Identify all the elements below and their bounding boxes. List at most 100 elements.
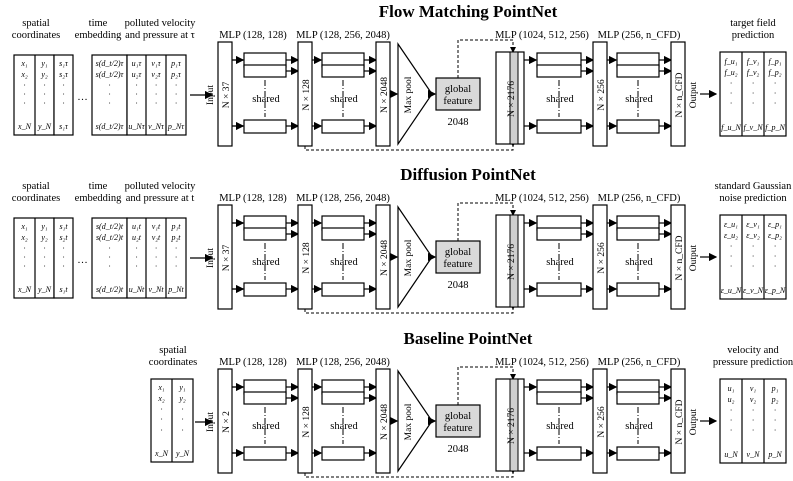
shared-label-2: shared xyxy=(330,94,358,105)
input-cell: p₂τ xyxy=(170,70,182,79)
input-label: Input xyxy=(206,412,216,432)
mlp1-block xyxy=(243,282,287,297)
output-cell: ε_p₁ xyxy=(768,220,782,229)
output-header: pressure prediction xyxy=(713,357,793,368)
output-cell: · xyxy=(774,416,776,425)
output-cell: f_v_N xyxy=(743,123,763,132)
dim-256-label: N × 256 xyxy=(597,242,607,273)
mlp1-block xyxy=(243,227,287,241)
input-cell: y₁ xyxy=(40,222,48,231)
input-cell: · xyxy=(175,244,177,253)
output-cell: · xyxy=(730,262,732,271)
diagram-title: Diffusion PointNet xyxy=(400,165,536,184)
input-cell: p₁t xyxy=(170,222,181,231)
global-size-label: 2048 xyxy=(448,117,469,128)
mlp2-block xyxy=(321,119,365,134)
max-pool-label: Max pool xyxy=(404,403,414,440)
input-header-spatial: coordinates xyxy=(149,357,197,368)
output-cell: · xyxy=(730,416,732,425)
input-box xyxy=(217,41,233,147)
output-cell: · xyxy=(752,99,754,108)
output-header: standard Gaussian xyxy=(715,181,792,192)
input-cell: · xyxy=(24,262,26,271)
global-skip-line xyxy=(457,366,514,405)
dim-2048-label: N × 2048 xyxy=(380,404,390,440)
dim-2048-label: N × 2048 xyxy=(380,240,390,276)
output-cell: · xyxy=(730,89,732,98)
output-cell: · xyxy=(752,426,754,435)
global-feature-label: feature xyxy=(443,423,472,434)
output-cell: · xyxy=(730,406,732,415)
input-cell: x_N xyxy=(17,122,32,131)
arrowhead xyxy=(510,210,516,216)
output-cell: p_N xyxy=(767,450,782,459)
input-header-polluted: polluted velocity xyxy=(125,18,197,29)
input-cell: · xyxy=(175,81,177,90)
input-header-spatial: spatial xyxy=(22,181,49,192)
global-feature-label: global xyxy=(445,411,471,422)
shared-label-4: shared xyxy=(625,257,653,268)
input-cell: v_Nτ xyxy=(148,122,165,131)
input-cell: · xyxy=(136,262,138,271)
dim-128-label: N × 128 xyxy=(302,79,312,110)
mlp2-block xyxy=(321,64,365,78)
input-group-time2 xyxy=(91,54,128,136)
local-skip-line xyxy=(304,473,514,478)
input-cell: · xyxy=(182,426,184,435)
output-cell: · xyxy=(752,416,754,425)
input-cell: · xyxy=(161,415,163,424)
output-cell: v₂ xyxy=(750,395,757,404)
output-cell: p₂ xyxy=(771,395,779,404)
arrowhead xyxy=(510,374,516,380)
input-header-spatial: spatial xyxy=(22,18,49,29)
mlp2-label: MLP (128, 256, 2048) xyxy=(296,193,390,204)
input-header-time: embedding xyxy=(75,193,122,204)
shared-label-3: shared xyxy=(546,421,574,432)
diagram-1: Flow Matching PointNetspatialcoordinates… xyxy=(12,2,787,151)
mlp3-label: MLP (1024, 512, 256) xyxy=(495,357,589,368)
input-cell: · xyxy=(109,244,111,253)
output-cell: ε_u₂ xyxy=(724,231,738,240)
input-cell: · xyxy=(24,90,26,99)
input-header-spatial: coordinates xyxy=(12,30,60,41)
output-cell: · xyxy=(752,252,754,261)
input-cell: x_N xyxy=(17,285,32,294)
input-cell: s(d_t/2)t xyxy=(96,233,124,242)
input-box xyxy=(217,368,233,474)
input-cell: · xyxy=(155,253,157,262)
input-group-fields xyxy=(126,54,187,136)
shared-label-3: shared xyxy=(546,257,574,268)
input-cell: v₁τ xyxy=(151,59,161,68)
input-cell: · xyxy=(44,81,46,90)
input-cell: · xyxy=(161,405,163,414)
output-cell: f_p₂ xyxy=(768,68,781,77)
output-cell: · xyxy=(774,89,776,98)
input-cell: · xyxy=(109,99,111,108)
output-cell: · xyxy=(752,89,754,98)
input-cell: v₂τ xyxy=(151,70,161,79)
input-cell: p₂t xyxy=(170,233,181,242)
input-cell: x₁ xyxy=(157,383,165,392)
input-cell: · xyxy=(24,244,26,253)
input-header-polluted: and pressure at t xyxy=(126,193,195,204)
output-cell: · xyxy=(730,426,732,435)
feature-256-box xyxy=(592,368,608,474)
input-cell: · xyxy=(24,81,26,90)
input-cell: x₁ xyxy=(20,59,28,68)
input-cell: · xyxy=(182,405,184,414)
mlp4-block xyxy=(616,64,660,78)
mlp3-label: MLP (1024, 512, 256) xyxy=(495,193,589,204)
input-group-time2 xyxy=(91,217,128,299)
dim-256-label: N × 256 xyxy=(597,79,607,110)
shared-label-2: shared xyxy=(330,421,358,432)
output-cell: f_u_N xyxy=(721,123,741,132)
output-cell: u_N xyxy=(724,450,738,459)
input-dim-label: N × 37 xyxy=(222,245,232,272)
input-cell: y₂ xyxy=(40,233,48,242)
input-cell: · xyxy=(136,81,138,90)
mlp3-block xyxy=(536,119,582,134)
output-cell: ε_u_N xyxy=(721,286,742,295)
output-box xyxy=(670,204,686,310)
ellipsis: … xyxy=(77,92,88,103)
dim-128-label: N × 128 xyxy=(302,242,312,273)
